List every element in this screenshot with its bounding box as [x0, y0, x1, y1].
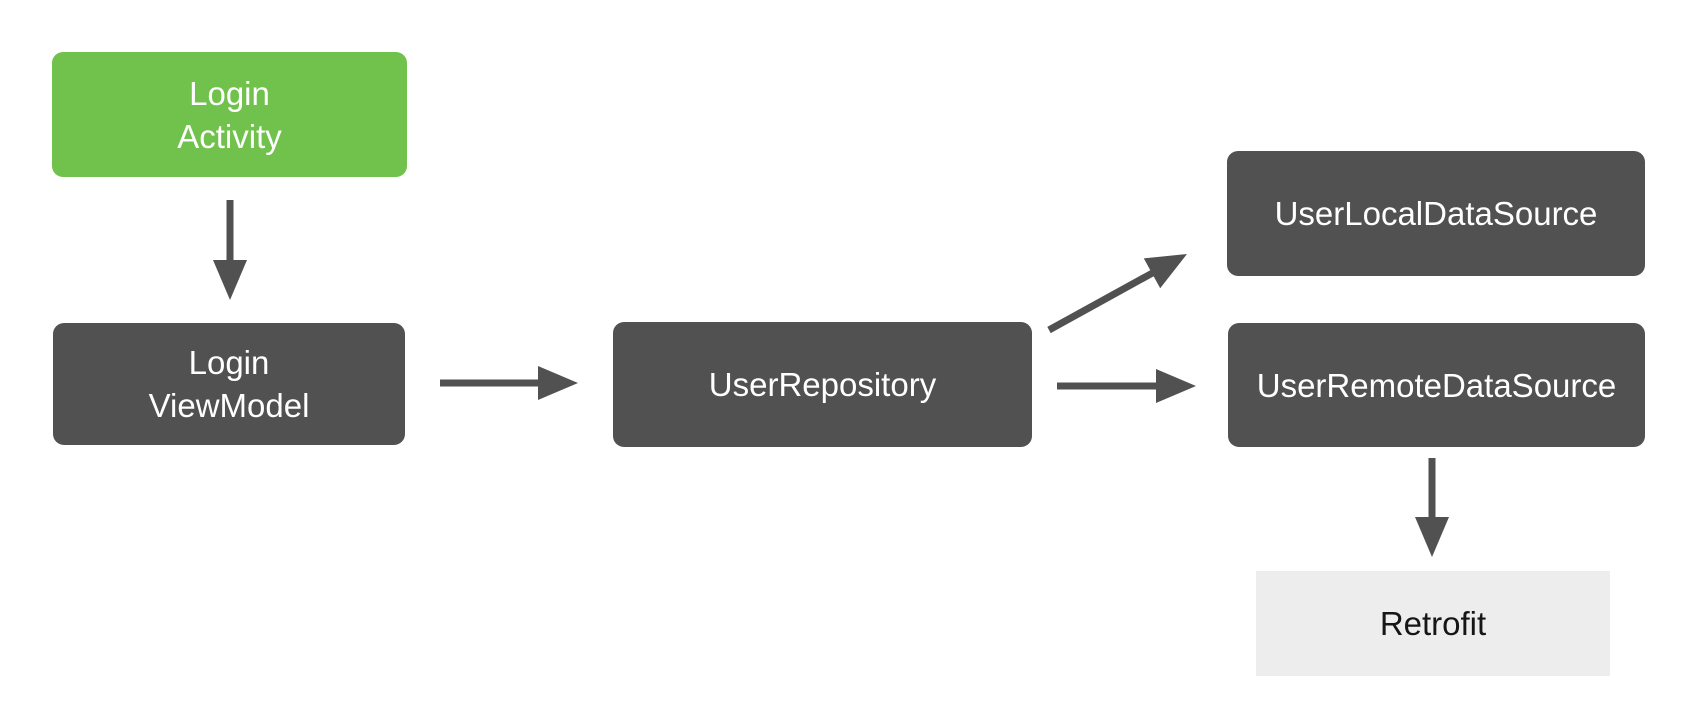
- arrow-user-repository-to-user-local-data-source: [1047, 254, 1187, 334]
- node-login-activity: Login Activity: [52, 52, 407, 177]
- arrow-user-remote-data-source-to-retrofit: [1415, 458, 1449, 557]
- node-user-repository: UserRepository: [613, 322, 1032, 447]
- node-user-local-data-source: UserLocalDataSource: [1227, 151, 1645, 276]
- arrow-login-viewmodel-to-user-repository: [440, 366, 578, 400]
- arrow-login-activity-to-login-viewmodel: [213, 200, 247, 300]
- node-login-viewmodel: Login ViewModel: [53, 323, 405, 445]
- arrow-user-repository-to-user-remote-data-source: [1057, 369, 1196, 403]
- node-retrofit: Retrofit: [1256, 571, 1610, 676]
- node-user-remote-data-source: UserRemoteDataSource: [1228, 323, 1645, 447]
